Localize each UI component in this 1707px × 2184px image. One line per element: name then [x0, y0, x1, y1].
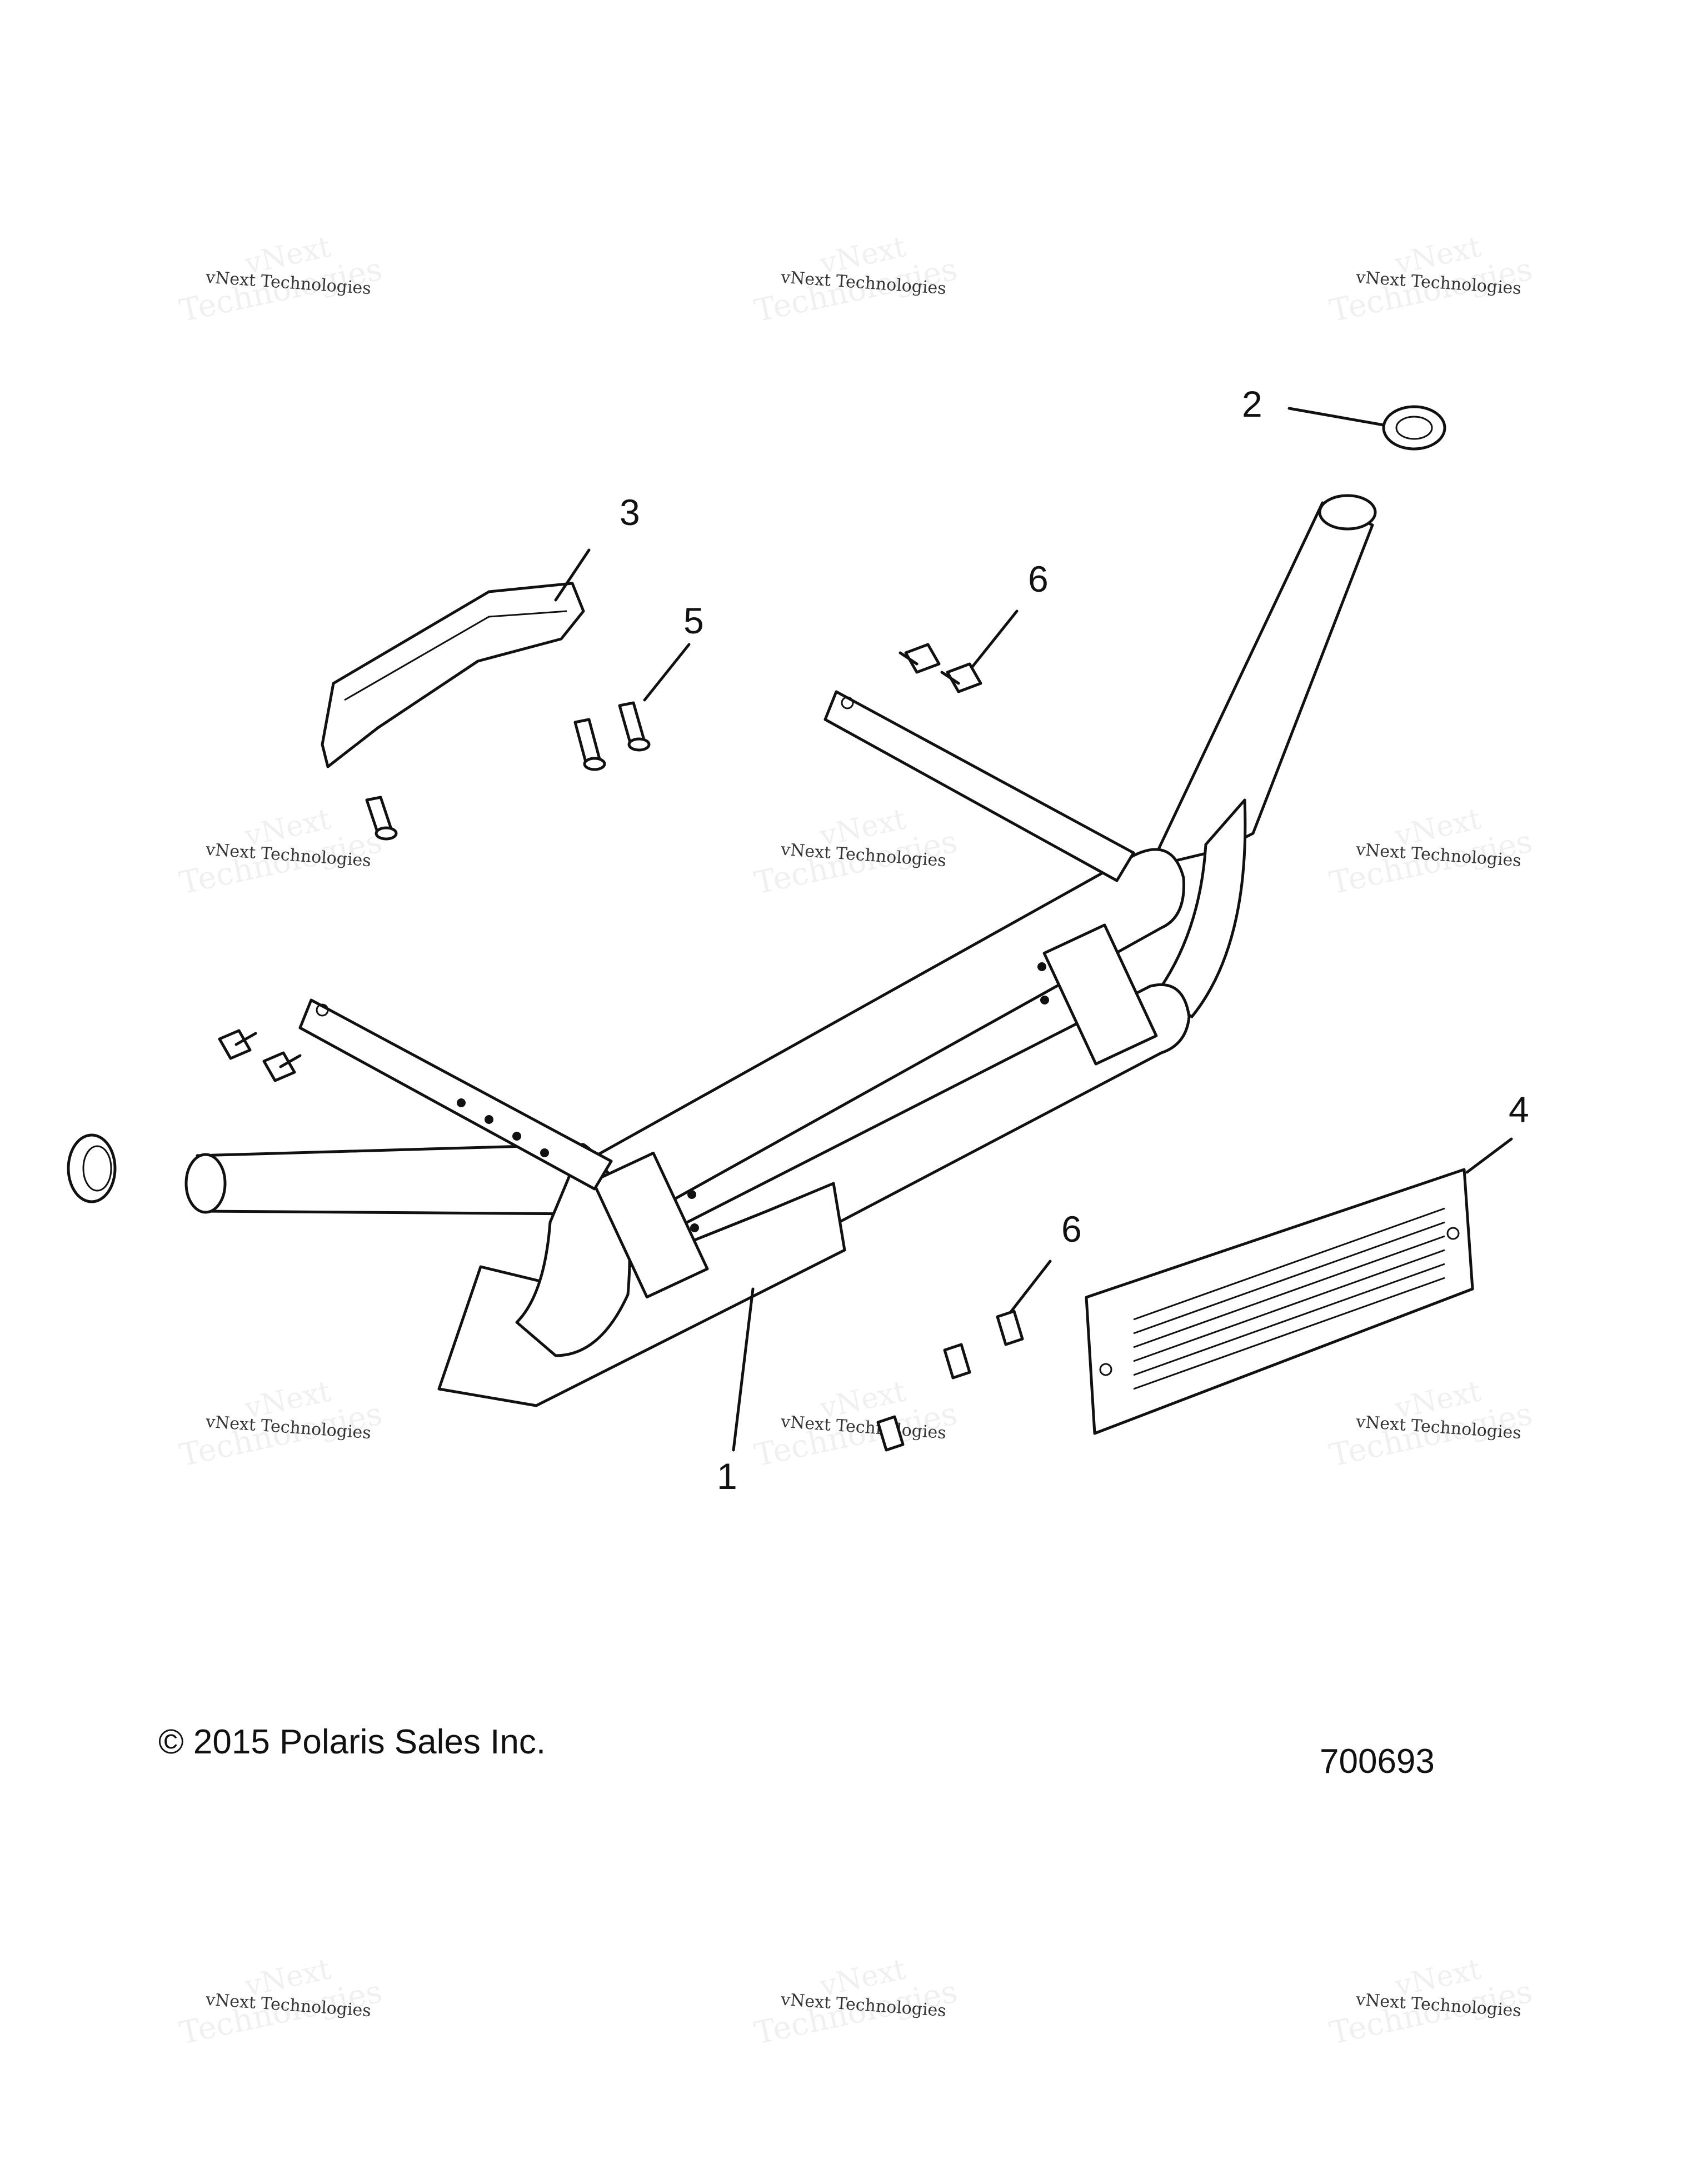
- callout-3: 3: [620, 492, 640, 533]
- part-6-bolts-left: [218, 1029, 302, 1082]
- mount-bracket: [1042, 923, 1158, 1066]
- drawing-number: 700693: [1320, 1742, 1435, 1781]
- plug-body: [1382, 405, 1446, 451]
- callout-6-upper: 6: [1028, 558, 1049, 599]
- part-2-plug: [1287, 405, 1446, 451]
- callout-1: 1: [717, 1456, 737, 1497]
- callout-4: 4: [1509, 1089, 1529, 1130]
- leader-line-1: [732, 1287, 755, 1452]
- plug-body: [67, 1133, 117, 1203]
- copyright-notice: © 2015 Polaris Sales Inc.: [158, 1723, 546, 1761]
- callout-6-lower: 6: [1061, 1208, 1082, 1250]
- mount-bracket: [591, 1151, 709, 1299]
- part-4-grille-panel: [1085, 1137, 1513, 1435]
- part-3-cover: [321, 548, 591, 768]
- end-plug-left: [67, 1133, 117, 1203]
- grille-plate: [1085, 1168, 1474, 1435]
- tube-end-opening: [1318, 494, 1377, 531]
- bumper-upper-crossbar: [560, 848, 1185, 1241]
- mounting-rail: [298, 998, 613, 1191]
- tube-end-opening: [184, 1153, 227, 1214]
- part-6-bolts-upper: [899, 609, 1019, 693]
- cover-body: [321, 582, 585, 768]
- part-6-bolts-lower: [876, 1260, 1052, 1452]
- bumper-upright-tube: [1149, 501, 1374, 868]
- part-1-bumper-frame: [184, 494, 1377, 1407]
- grille-slots: [1133, 1207, 1445, 1390]
- bumper-rear-tube: [1154, 798, 1247, 1018]
- part-5-fasteners: [365, 643, 691, 841]
- callout-2: 2: [1242, 383, 1262, 424]
- callout-5: 5: [683, 600, 704, 641]
- mounting-rail: [823, 690, 1135, 882]
